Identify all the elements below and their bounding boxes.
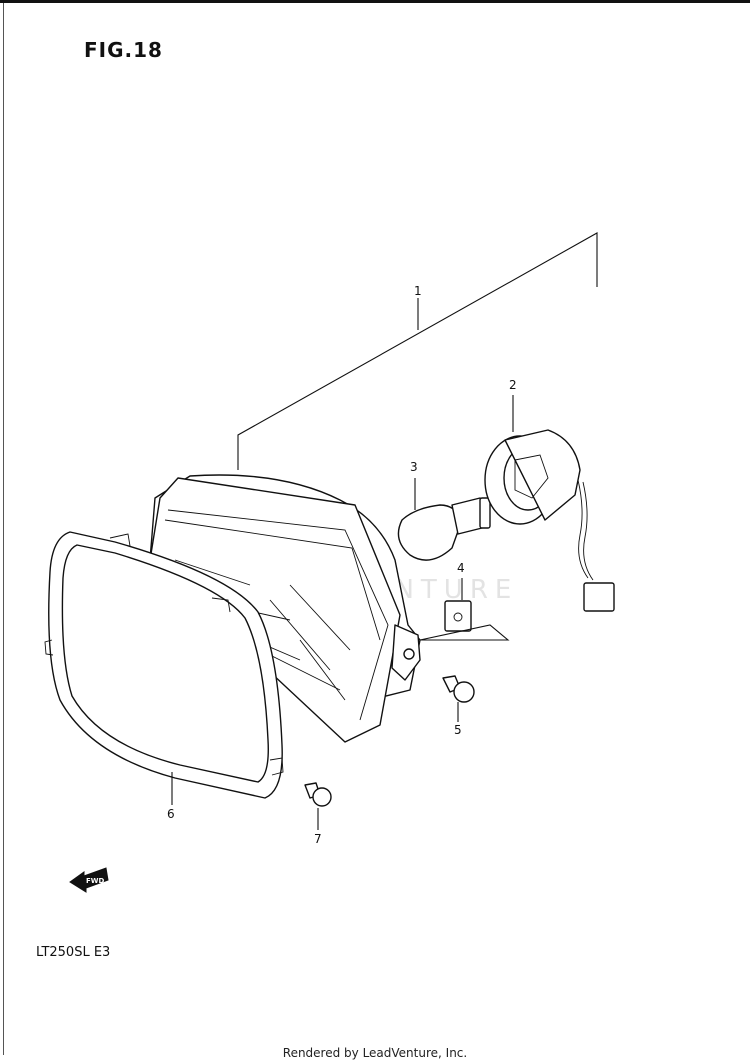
bulb <box>397 478 491 561</box>
headlight-housing <box>149 474 421 743</box>
nut <box>419 578 510 641</box>
ref-1-label: 1 <box>414 284 422 298</box>
forward-arrow-icon: FWD <box>69 867 109 893</box>
ref-6-label: 6 <box>167 807 175 821</box>
forward-label: FWD <box>86 877 105 885</box>
ref-4-label: 4 <box>457 561 465 575</box>
bulb-socket-harness <box>484 395 615 612</box>
ref-3-label: 3 <box>410 460 418 474</box>
page-top-border <box>0 0 750 3</box>
headlight-rim <box>44 531 284 799</box>
rim-screw <box>304 782 332 830</box>
figure-title: FIG.18 <box>84 38 163 62</box>
ref-2-label: 2 <box>509 378 517 392</box>
page-left-border <box>3 3 4 1055</box>
housing-screw <box>442 675 475 722</box>
model-code: LT250SL E3 <box>36 945 111 960</box>
ref-5-label: 5 <box>454 723 462 737</box>
footer-credit: Rendered by LeadVenture, Inc. <box>282 1046 468 1060</box>
assembly-bracket-leader <box>237 232 598 470</box>
ref-7-label: 7 <box>314 832 322 846</box>
